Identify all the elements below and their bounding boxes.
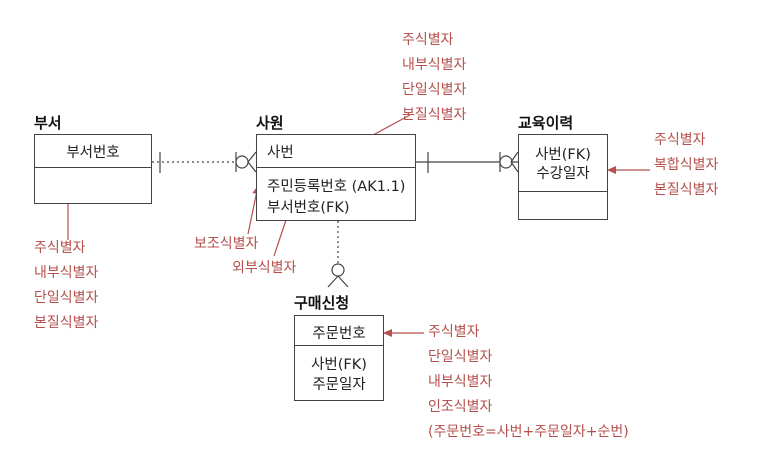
entity-order: 주문번호 사번(FK) 주문일자 [294,315,384,401]
edu-key-1: 사번(FK) [535,147,591,163]
annotation-line: 내부식별자 [428,374,493,390]
annotation-aux: 보조식별자 [194,236,259,252]
entity-divider [519,191,607,192]
annotation-line: 단일식별자 [428,349,493,365]
entity-title-dept: 부서 [34,114,62,132]
annotation-line: 단일식별자 [34,290,99,306]
annotation-line: 본질식별자 [654,182,719,198]
annotation-line: 단일식별자 [402,82,467,98]
entity-title-edu: 교육이력 [518,114,574,132]
annotation-line: 주식별자 [428,324,480,340]
entity-title-order: 구매신청 [294,294,350,312]
entity-edu: 사번(FK) 수강일자 [518,134,608,220]
emp-attr-fk: 부서번호(FK) [267,200,350,216]
annotation-line: 내부식별자 [402,57,467,73]
annotation-emp-top: 주식별자 내부식별자 단일식별자 본질식별자 [402,28,466,128]
annotation-foreign: 외부식별자 [232,260,297,276]
annotation-line: (주문번호=사번+주문일자+순번) [428,424,629,440]
annotation-edu: 주식별자 복합식별자 본질식별자 [654,128,718,203]
emp-key: 사번 [267,145,294,161]
annotation-dept: 주식별자 내부식별자 단일식별자 본질식별자 [34,236,98,336]
order-attr-1: 사번(FK) [311,357,367,373]
entity-emp: 사번 주민등록번호 (AK1.1) 부서번호(FK) [256,134,416,221]
annotation-line: 주식별자 [402,32,454,48]
edu-key-2: 수강일자 [536,166,590,182]
annotation-line: 인조식별자 [428,399,493,415]
annotation-line: 주식별자 [34,240,86,256]
entity-divider [257,167,415,168]
entity-title-emp: 사원 [256,114,284,132]
entity-divider [35,167,151,168]
relationship-emp-order [327,221,349,288]
annotation-line: 복합식별자 [654,157,719,173]
dept-key: 부서번호 [66,145,120,161]
emp-attr-ak: 주민등록번호 (AK1.1) [267,179,406,195]
entity-dept: 부서번호 [34,134,152,204]
annotation-line: 본질식별자 [402,107,467,123]
order-attr-2: 주문일자 [312,377,366,393]
annotation-order: 주식별자 단일식별자 내부식별자 인조식별자 (주문번호=사번+주문일자+순번) [428,320,629,445]
relationship-dept-emp [152,151,257,173]
annotation-line: 주식별자 [654,132,706,148]
order-key: 주문번호 [312,326,366,342]
entity-divider [295,345,383,346]
relationship-emp-edu [416,151,519,173]
annotation-line: 내부식별자 [34,265,99,281]
annotation-line: 본질식별자 [34,315,99,331]
